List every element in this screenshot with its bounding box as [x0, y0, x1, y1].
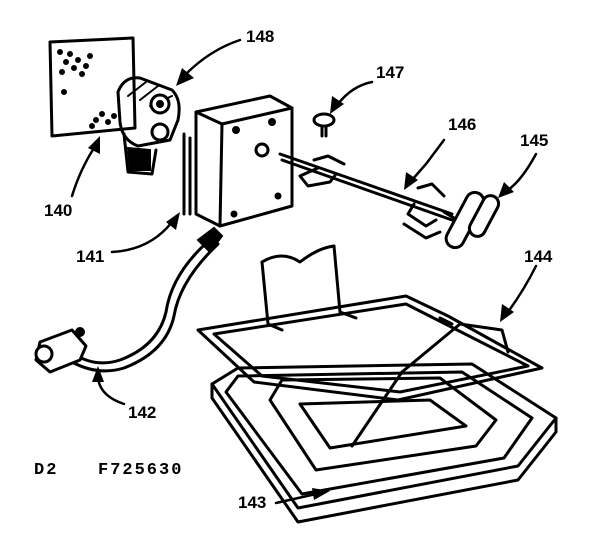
callout-144: 144 [524, 247, 553, 266]
leader-146 [404, 138, 446, 190]
part-148-motor-bracket [116, 76, 181, 176]
callout-148: 148 [246, 27, 274, 46]
part-142-power-cord [34, 226, 224, 374]
callout-141: 141 [76, 247, 104, 266]
leader-142 [92, 366, 126, 406]
part-140-mounting-plate [48, 36, 137, 138]
part-141-motor [182, 94, 294, 228]
part-146-spit-rod [278, 152, 454, 240]
leader-143 [274, 488, 330, 505]
footer-part-number: F725630 [98, 461, 183, 480]
callout-143: 143 [238, 493, 266, 512]
footer-diagram-code: D2 [34, 461, 58, 480]
callout-142: 142 [128, 403, 156, 422]
callout-145: 145 [520, 131, 548, 150]
callout-147: 147 [376, 63, 404, 82]
part-145-handle [442, 190, 501, 250]
callout-146: 146 [448, 115, 476, 134]
leader-144 [500, 264, 538, 322]
callout-140: 140 [44, 201, 72, 220]
part-147-screw [312, 112, 336, 138]
leader-148 [176, 38, 242, 86]
part-144-rack [196, 244, 544, 448]
leader-141 [110, 212, 180, 254]
leader-145 [498, 152, 538, 198]
leader-140 [70, 136, 100, 198]
leader-147 [330, 80, 374, 114]
